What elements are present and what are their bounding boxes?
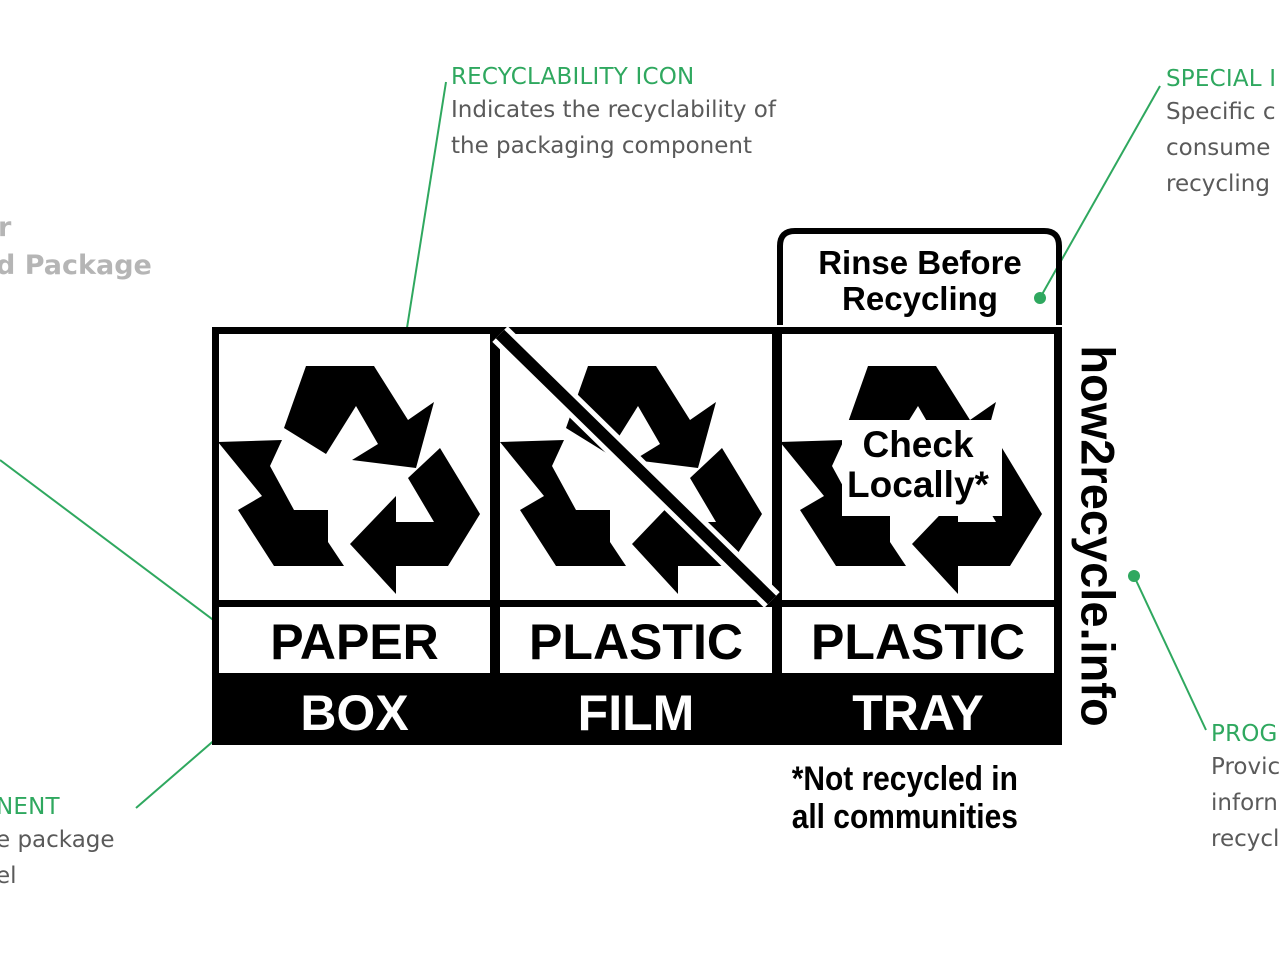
rinse-box [777,228,1062,325]
annotation-desc-line: recycl [1211,826,1280,852]
leader-line-material [0,459,241,641]
material-plastic-film: PLASTIC [529,614,743,670]
annotation-desc-line: Provic [1211,754,1280,780]
annotation-left-top-line1: r [0,212,12,243]
check-locally-text: Check Locally* [818,425,1018,505]
material-plastic-tray: PLASTIC [811,614,1025,670]
annotation-title: RECYCLABILITY ICON [451,64,695,90]
annotation-desc-line: recycling [1166,171,1270,197]
annotation-desc-line: e package [0,827,115,853]
annotation-desc-line: Indicates the recyclability of [451,97,776,123]
annotation-title: SPECIAL I [1166,66,1277,92]
annotation-special-instructions: SPECIAL I Specific c consume recycling [1166,66,1280,202]
component-box: BOX [300,685,409,741]
how2recycle-url: how2recycle.info [1071,345,1125,727]
footnote-line1: *Not recycled in [791,760,1018,798]
annotation-program: PROG Provic inforn recycl [1211,721,1280,857]
component-film: FILM [577,685,695,741]
footnote-not-recycled: *Not recycled in all communities [786,760,1024,836]
not-recyclable-icon [492,326,780,608]
cell-material-paper [219,607,490,673]
cell-material-tray [782,607,1054,673]
leader-dot-special [1034,292,1046,304]
annotation-desc-line: el [0,863,17,889]
leader-line-program [1133,575,1207,731]
check-line1: Check [862,424,974,465]
rinse-before-recycling-text: Rinse Before Recycling [784,245,1056,317]
material-paper: PAPER [270,614,439,670]
cell-material-film [500,607,772,673]
footnote-line2: all communities [791,798,1018,836]
check-line2: Locally* [847,464,989,505]
annotation-title: PROG [1211,721,1278,747]
annotation-desc-line: the packaging component [451,133,752,159]
rinse-line2: Recycling [842,280,998,317]
annotation-title: NENT [0,794,60,820]
rinse-line1: Rinse Before [818,244,1022,281]
annotation-desc-line: consume [1166,135,1271,161]
leader-line-recyclability [399,81,447,373]
annotation-left-top-line2: d Package [0,250,152,281]
check-locally-recycle-icon [780,366,1042,594]
annotation-desc-line: Specific c [1166,99,1276,125]
component-tray: TRAY [852,685,984,741]
annotation-desc-line: inforn [1211,790,1278,816]
annotation-packaging-component: NENT e package el [0,794,115,894]
annotation-recyclability-icon: RECYCLABILITY ICON Indicates the recycla… [451,64,776,164]
leader-dot-program [1128,570,1140,582]
